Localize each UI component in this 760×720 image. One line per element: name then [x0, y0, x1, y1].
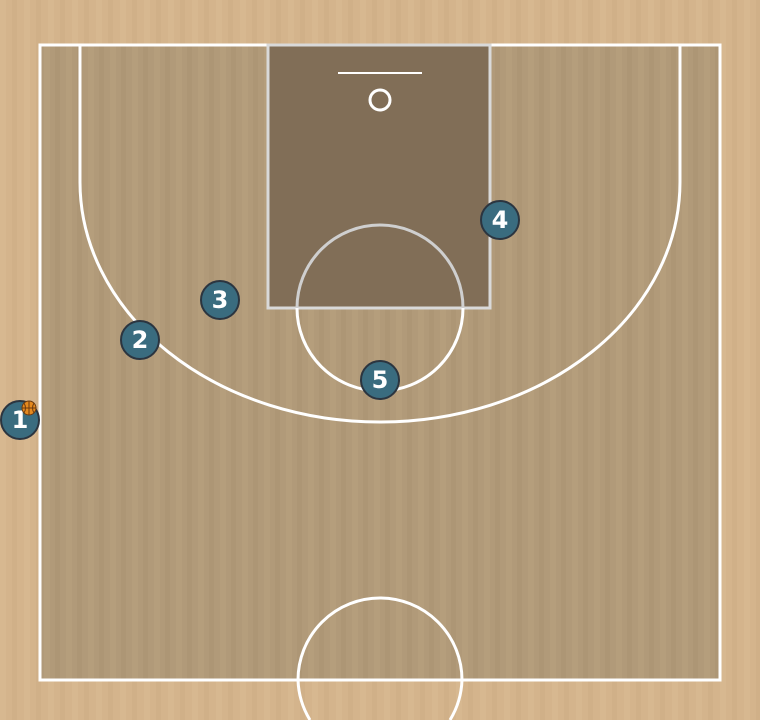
- player-marker: [200, 280, 240, 320]
- basketball-icon: [21, 400, 37, 416]
- player-marker: [120, 320, 160, 360]
- player-4[interactable]: 4: [480, 200, 520, 240]
- player-number: 3: [212, 286, 229, 314]
- player-number: 5: [372, 366, 389, 394]
- paint-outline: [266, 43, 492, 310]
- player-marker: [360, 360, 400, 400]
- three-point-line: [78, 45, 682, 424]
- players-layer: 1 2 3 4 5: [0, 200, 520, 440]
- player-number: 2: [132, 326, 149, 354]
- player-5[interactable]: 5: [360, 360, 400, 400]
- center-circle: [296, 596, 464, 681]
- player-number: 4: [492, 206, 509, 234]
- player-marker: [480, 200, 520, 240]
- center-circle-bottom: [296, 679, 464, 720]
- basket-rim: [368, 88, 392, 112]
- player-1[interactable]: 1: [0, 400, 40, 440]
- player-3[interactable]: 3: [200, 280, 240, 320]
- free-throw-circle-top: [295, 223, 465, 309]
- paint-area: [268, 45, 490, 308]
- player-2[interactable]: 2: [120, 320, 160, 360]
